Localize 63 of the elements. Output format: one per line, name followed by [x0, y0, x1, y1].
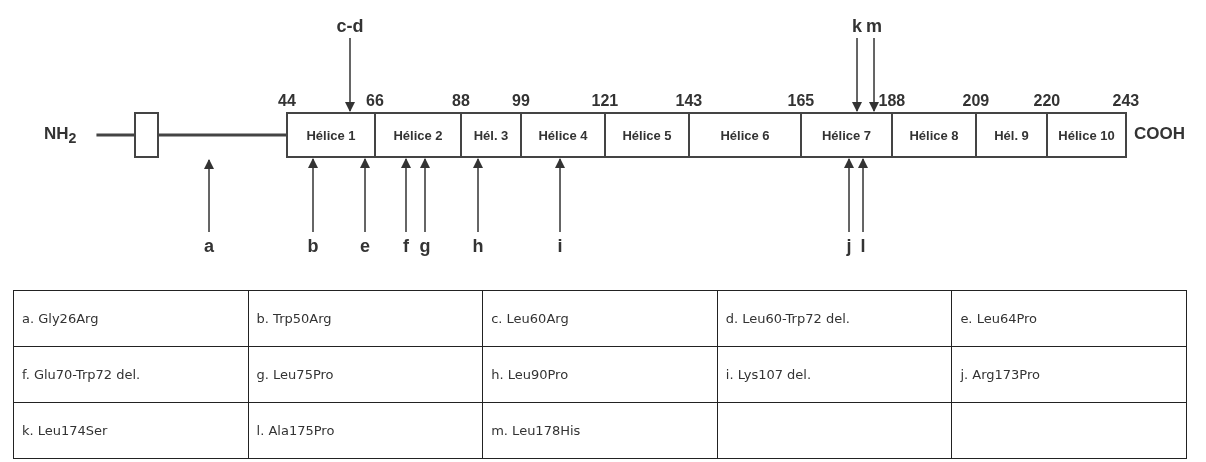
mutation-letter: e — [360, 236, 370, 256]
helix-box: Hélice 1 — [286, 112, 376, 158]
mutation-letter: i — [557, 236, 563, 256]
arrow — [401, 158, 411, 233]
position-number: 121 — [591, 92, 619, 110]
arrow — [869, 37, 879, 112]
arrow — [360, 158, 370, 233]
mutation-letter: b — [307, 236, 319, 256]
arrow — [345, 37, 355, 112]
position-number: 243 — [1112, 92, 1140, 110]
table-cell-text: h. Leu90Pro — [491, 367, 569, 382]
arrow — [555, 158, 565, 233]
mutation-letter: g — [419, 236, 431, 256]
helix-box: Hél. 9 — [975, 112, 1048, 158]
helix-box: Hélice 6 — [688, 112, 802, 158]
mutation-letter: a — [204, 236, 214, 256]
table-cell-text: e. Leu64Pro — [960, 311, 1038, 326]
position-number: 88 — [452, 92, 470, 110]
helix-box: Hélice 5 — [604, 112, 690, 158]
arrow — [473, 158, 483, 233]
table-cell-text: f. Glu70-Trp72 del. — [22, 367, 141, 382]
position-number: 99 — [512, 92, 530, 110]
position-number: 44 — [278, 92, 296, 110]
table-cell-text: i. Lys107 del. — [725, 367, 812, 382]
position-number: 143 — [675, 92, 703, 110]
arrow — [308, 158, 318, 233]
table-cell-text: a. Gly26Arg — [22, 311, 99, 326]
arrow — [204, 159, 214, 233]
terminus-label: NH$_{2}$ — [44, 124, 77, 147]
mutation-letter: m — [866, 16, 882, 36]
mutation-letter: l — [860, 236, 866, 256]
table-cell-text: g. Leu75Pro — [256, 367, 334, 382]
arrow — [858, 158, 868, 233]
mutation-letter: f — [403, 236, 409, 256]
table-cell-text: l. Ala175Pro — [256, 423, 335, 438]
position-number: 66 — [366, 92, 384, 110]
helix-box: Hélice 8 — [891, 112, 977, 158]
position-number: 220 — [1033, 92, 1061, 110]
helix-box: Hélice 2 — [374, 112, 462, 158]
arrow — [420, 158, 430, 233]
mutation-letter: j — [846, 236, 852, 256]
terminus-label: COOH — [1134, 124, 1185, 144]
mutation-letter: h — [472, 236, 484, 256]
backbone-line — [96, 133, 134, 137]
arrow — [844, 158, 854, 233]
helix-box: Hél. 3 — [460, 112, 522, 158]
helix-box: Hélice 7 — [800, 112, 893, 158]
helix-box: Hélice 4 — [520, 112, 606, 158]
table-cell-text: c. Leu60Arg — [491, 311, 569, 326]
position-number: 188 — [878, 92, 906, 110]
table-cell-text: d. Leu60-Trp72 del. — [725, 311, 850, 326]
position-number: 165 — [787, 92, 815, 110]
table-cell-text: m. Leu178His — [491, 423, 581, 438]
backbone-line — [159, 133, 286, 137]
table-cell-text: j. Arg173Pro — [960, 367, 1040, 382]
position-number: 209 — [962, 92, 990, 110]
table-cell-text: k. Leu174Ser — [22, 423, 108, 438]
helix-box: Hélice 10 — [1046, 112, 1127, 158]
small-box — [134, 112, 159, 158]
mutation-letter: c-d — [336, 16, 364, 36]
table-cell-text: b. Trp50Arg — [256, 311, 332, 326]
arrow — [852, 37, 862, 112]
mutation-letter: k — [852, 16, 862, 36]
